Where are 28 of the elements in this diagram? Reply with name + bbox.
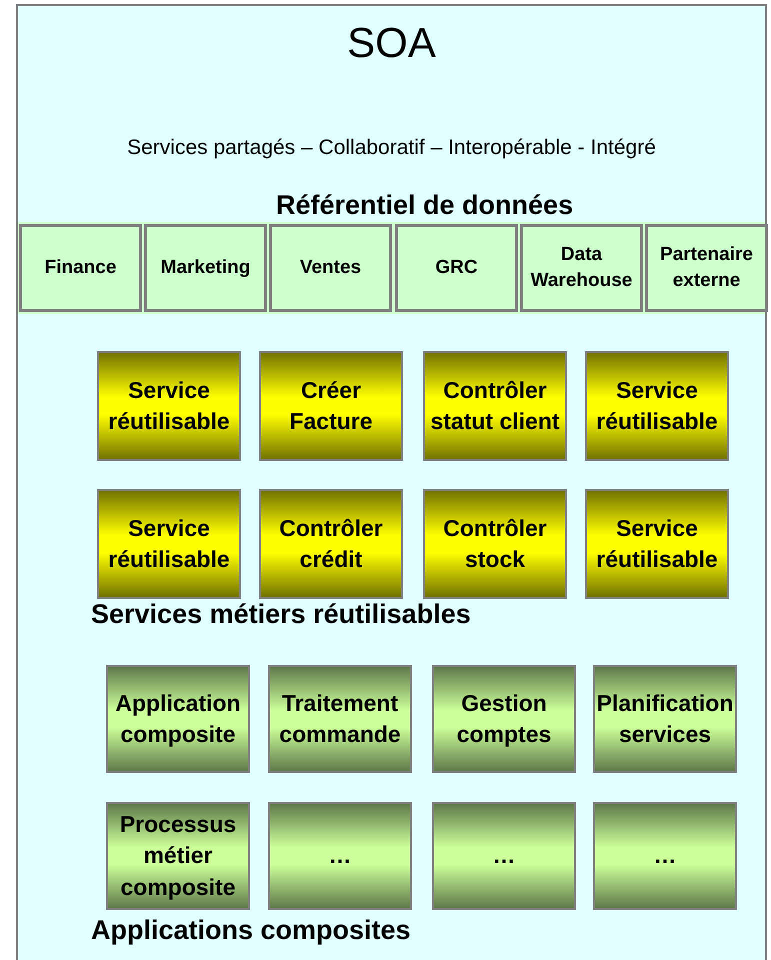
data-source-box: Data Warehouse (520, 224, 643, 312)
section-heading: Référentiel de données (276, 189, 574, 222)
application-box: Planification services (593, 665, 737, 773)
application-box: Processus métier composite (106, 802, 250, 910)
title-text: SOA (346, 22, 437, 64)
data-source-box: Marketing (144, 224, 267, 312)
service-box: Contrôler crédit (259, 489, 403, 599)
data-source-box: Finance (19, 224, 142, 312)
application-box: Traitement commande (268, 665, 412, 773)
service-box: Service réutilisable (97, 351, 241, 461)
service-box: Service réutilisable (585, 489, 729, 599)
service-box: Service réutilisable (97, 489, 241, 599)
service-box: Contrôler stock (423, 489, 567, 599)
application-box: … (432, 802, 576, 910)
service-box: Service réutilisable (585, 351, 729, 461)
application-box: Gestion comptes (432, 665, 576, 773)
service-box: Créer Facture (259, 351, 403, 461)
application-box: … (268, 802, 412, 910)
service-box: Contrôler statut client (423, 351, 567, 461)
soa-frame (16, 4, 767, 960)
data-source-box: Partenaire externe (645, 224, 768, 312)
data-source-box: GRC (395, 224, 518, 312)
application-box: … (593, 802, 737, 910)
section-heading: Services métiers réutilisables (91, 598, 471, 631)
data-source-box: Ventes (269, 224, 392, 312)
section-heading: Applications composites (91, 914, 411, 947)
application-box: Application composite (106, 665, 250, 773)
subtitle-text: Services partagés – Collaboratif – Interopérable - Intégré (126, 135, 657, 161)
